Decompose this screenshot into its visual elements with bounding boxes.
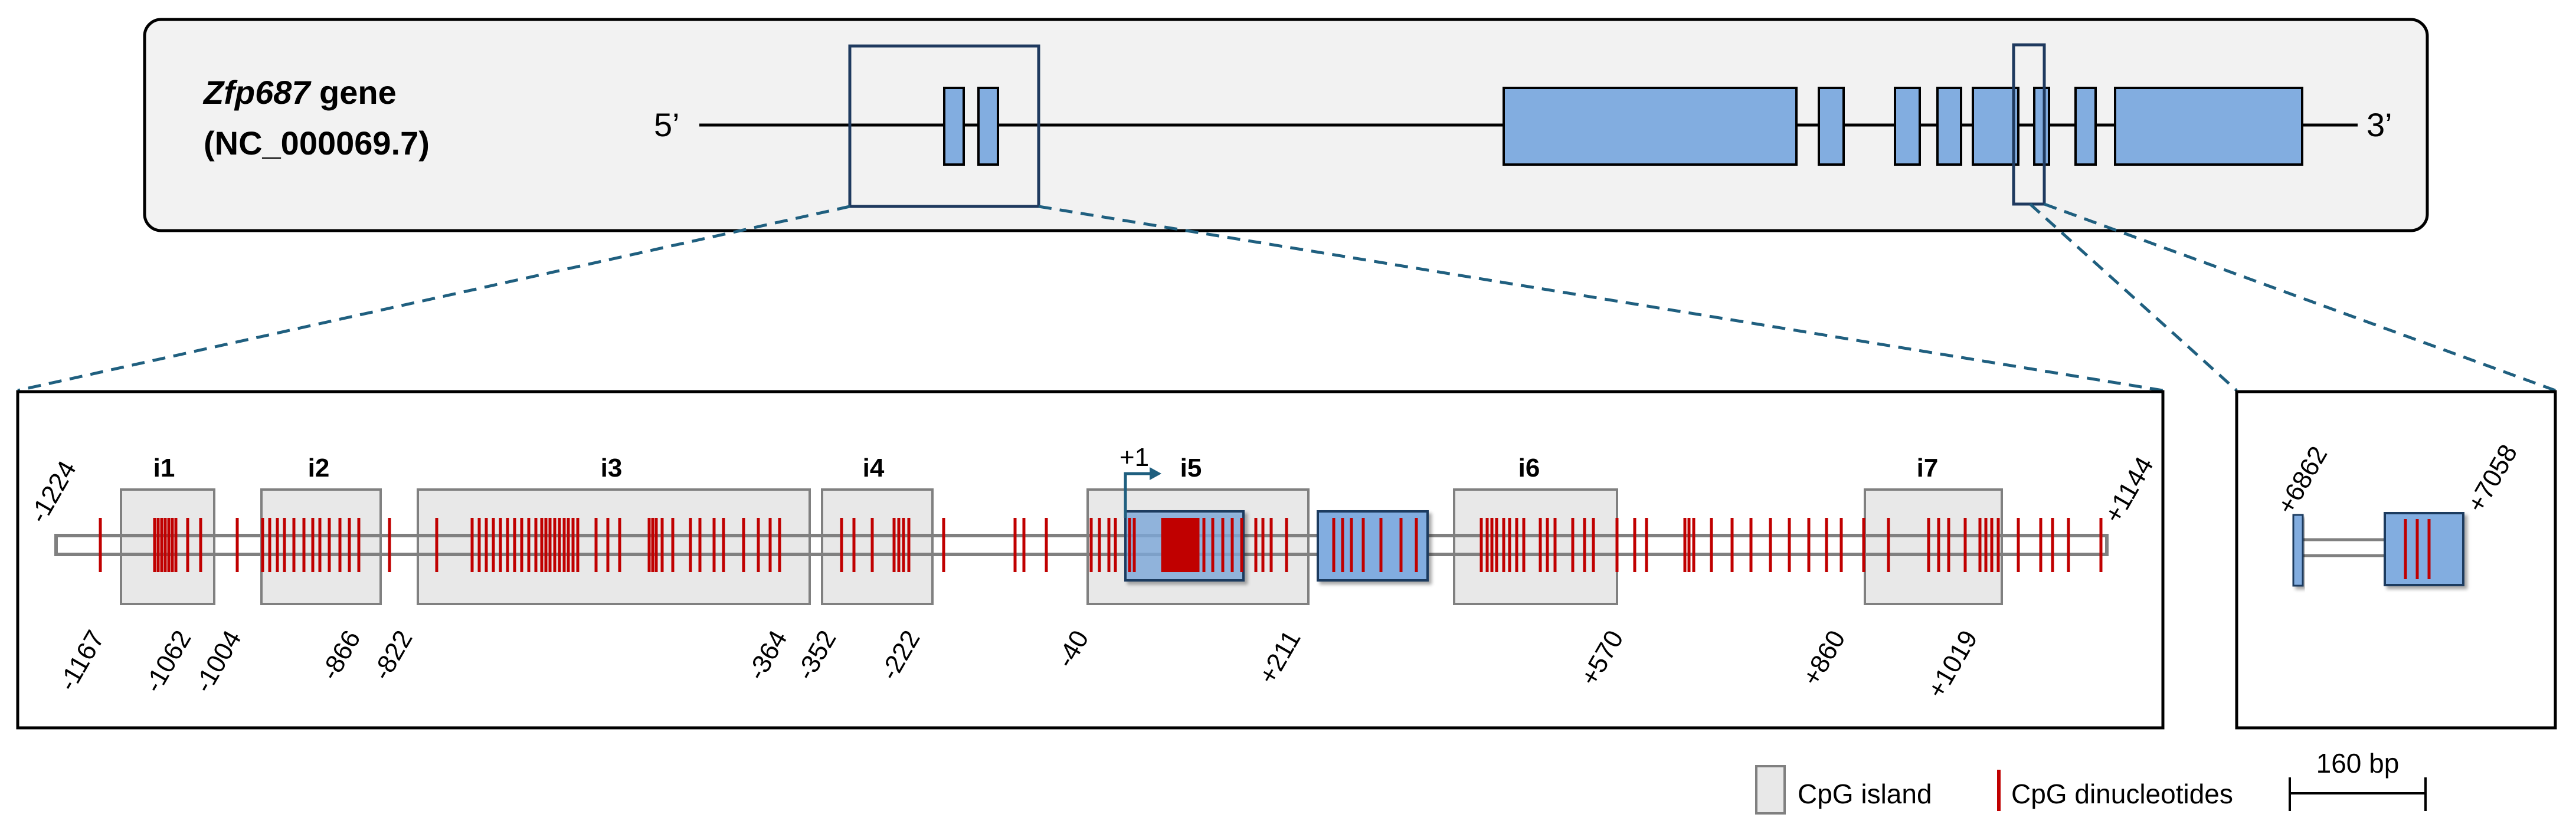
island-label-i5: i5 [1180, 454, 1202, 482]
three-prime-label: 3’ [2366, 106, 2392, 143]
five-prime-label: 5’ [654, 106, 680, 143]
exon-detail-small-exon [2292, 514, 2304, 587]
promoter-zoom-box [848, 44, 1040, 208]
exon-detail-exon [2384, 512, 2464, 586]
cpg-dinucleotide-ticks [99, 518, 2103, 572]
island-label-i3: i3 [601, 454, 623, 482]
gene-name-label: Zfp687 gene [202, 74, 397, 111]
exon-2-box [1317, 510, 1429, 582]
gene-exon [1894, 87, 1921, 166]
tss-marker: +1 [1120, 443, 1161, 518]
tss-arrow-icon [1124, 472, 1150, 518]
cpg-island-swatch [1755, 765, 1786, 815]
cpg-island-boxes [120, 488, 2003, 605]
exon-zoom-box [2012, 43, 2046, 206]
zoom-connector-left-2 [1038, 205, 2163, 392]
scale-bar: 160 bp [2289, 748, 2427, 811]
gene-exon [1972, 87, 2019, 166]
zoom-connectors [17, 202, 2556, 392]
island-label-i6: i6 [1518, 454, 1540, 482]
cpg-island-box-i1 [120, 488, 215, 605]
legend-cpg-dinucleotides-label: CpG dinucleotides [2011, 779, 2233, 809]
zoom-connector-right-1 [2029, 203, 2238, 392]
island-label-i2: i2 [308, 454, 330, 482]
exon-detail-panel: +6862 +7058 [2235, 390, 2557, 730]
cpg-island-box-i4 [821, 488, 934, 605]
gene-overview-panel: Zfp687 gene (NC_000069.7) 5’ 3’ [143, 18, 2429, 232]
legend: CpG island CpG dinucleotides 160 bp [1755, 748, 2427, 815]
scale-bar-label: 160 bp [2316, 748, 2400, 779]
island-label-i4: i4 [863, 454, 885, 482]
tss-label: +1 [1120, 443, 1149, 472]
island-label-i1: i1 [153, 454, 175, 482]
gene-exon [2074, 87, 2097, 166]
gene-exons [943, 87, 2303, 166]
promoter-backbone-track [54, 534, 2109, 556]
gene-accession-label: (NC_000069.7) [204, 124, 430, 162]
exon-detail-cpg-ticks [2404, 519, 2431, 579]
tss-arrowhead-icon [1150, 467, 1161, 480]
cpg-island-box-i2 [260, 488, 382, 605]
gene-exon [1503, 87, 1798, 166]
zoom-connector-left-1 [17, 205, 850, 392]
gene-exon [977, 87, 999, 166]
gene-exon [1818, 87, 1845, 166]
gene-exon [1936, 87, 1962, 166]
cpg-island-box-i3 [417, 488, 811, 605]
gene-exon [2033, 87, 2050, 166]
legend-cpg-island-label: CpG island [1798, 779, 1932, 809]
zoom-connector-right-2 [2044, 202, 2556, 392]
gene-exon [2114, 87, 2303, 166]
island-label-i7: i7 [1917, 454, 1939, 482]
cpg-island-labels: i1 i2 i3 i4 i5 i6 i7 [153, 454, 1939, 482]
gene-exon [943, 87, 965, 166]
